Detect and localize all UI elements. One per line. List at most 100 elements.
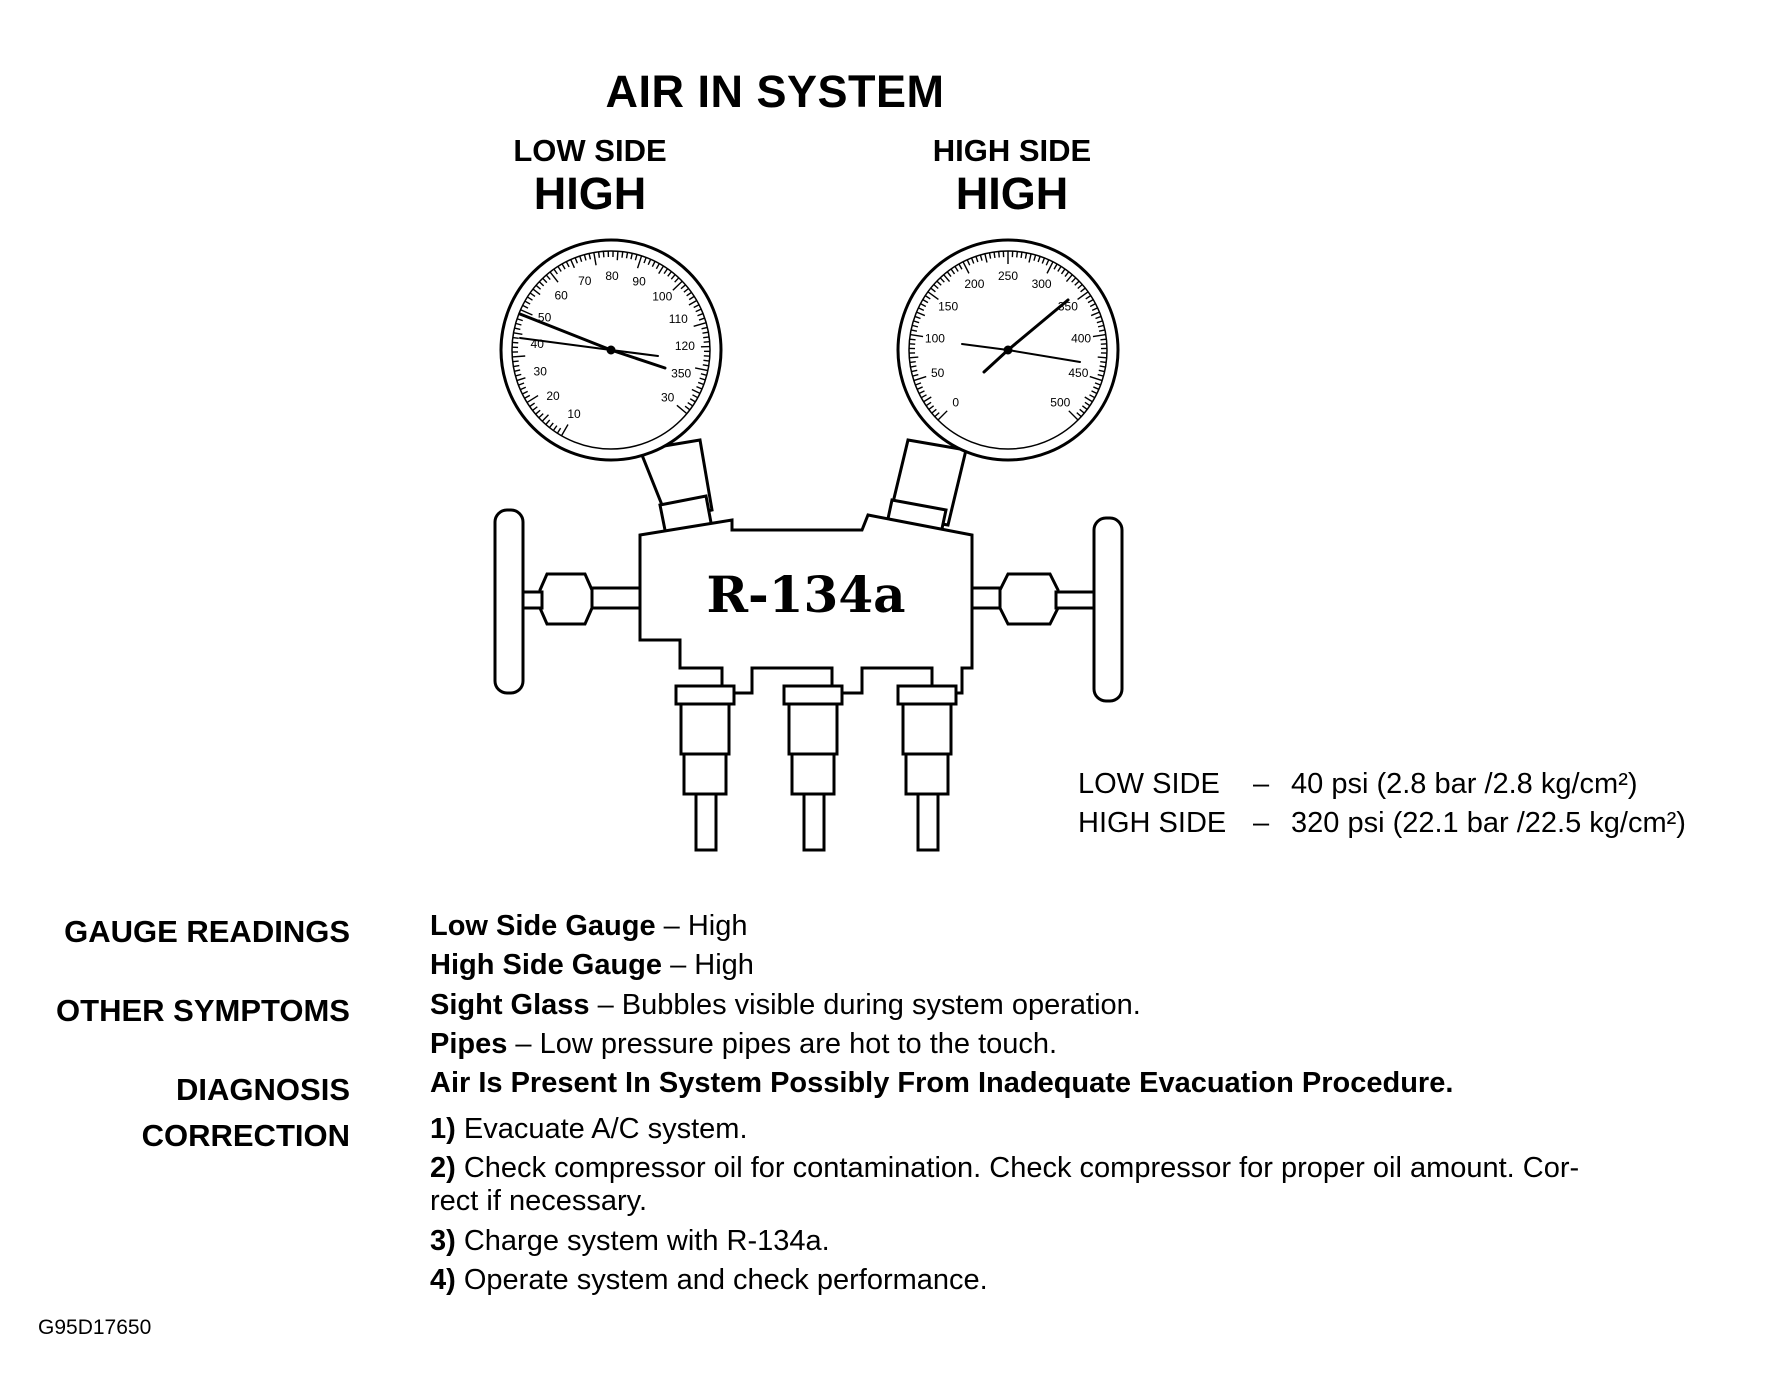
low-gauge-tick — [702, 364, 709, 367]
high-gauge-tick — [916, 311, 926, 317]
high-gauge-tick — [1077, 291, 1089, 301]
hose-fitting-center — [782, 684, 844, 852]
low-gauge-tick — [588, 253, 592, 260]
high-gauge-tick — [928, 405, 935, 411]
high-gauge-tick — [1093, 386, 1100, 390]
low-gauge-tick — [686, 291, 692, 297]
low-gauge-tick — [693, 322, 707, 327]
low-gauge-tick — [672, 280, 683, 291]
high-gauge-tick — [993, 251, 996, 259]
low-gauge-tick — [538, 413, 544, 419]
low-side-value: HIGH — [533, 168, 647, 219]
high-gauge-needle-2-tail — [961, 343, 1009, 351]
high-gauge-tick — [954, 266, 959, 272]
high-gauge-tick — [979, 254, 983, 261]
low-gauge-needle-2-tail — [610, 349, 659, 357]
high-gauge-tick-label: 500 — [1050, 395, 1070, 409]
low-gauge-tick — [597, 251, 601, 258]
symptom-line: Pipes – Low pressure pipes are hot to th… — [430, 1028, 1058, 1060]
right-valve-shaft — [1054, 590, 1098, 610]
high-gauge-tick — [943, 274, 951, 283]
low-gauge-tick — [680, 284, 686, 290]
high-gauge-tick — [925, 401, 932, 407]
low-gauge-tick — [532, 406, 538, 411]
low-gauge-tick — [655, 263, 660, 270]
low-gauge-tick — [535, 409, 541, 415]
high-gauge-tick — [1081, 405, 1088, 411]
low-gauge-tick — [538, 281, 545, 287]
high-gauge-tick-label: 0 — [952, 395, 959, 409]
high-gauge-tick-label: 100 — [925, 331, 945, 345]
high-side-value: HIGH — [955, 168, 1069, 219]
high-gauge-tick — [1080, 287, 1086, 293]
low-gauge-tick — [553, 268, 558, 275]
high-gauge-tick — [1016, 251, 1019, 258]
high-gauge-tick — [914, 315, 921, 320]
high-gauge-tick — [1037, 256, 1041, 263]
high-gauge-tick — [918, 307, 925, 312]
high-side-caption: HIGH SIDE — [932, 133, 1092, 168]
manifold-label: R-134a — [706, 565, 905, 624]
high-gauge-tick — [1041, 257, 1046, 264]
high-gauge-tick — [988, 252, 992, 259]
low-side-reading-value: 40 psi (2.8 bar /2.8 kg/cm²) — [1291, 768, 1638, 800]
low-gauge-tick — [634, 254, 638, 261]
high-gauge-tick — [1091, 307, 1098, 312]
high-gauge-tick-label: 250 — [998, 269, 1018, 283]
low-gauge-tick — [689, 398, 696, 403]
low-gauge-tick-label: 90 — [632, 275, 646, 289]
high-gauge-tick — [909, 338, 916, 341]
low-gauge-tick — [535, 284, 542, 290]
low-gauge-tick — [651, 261, 656, 268]
high-gauge-tick-label: 400 — [1071, 331, 1091, 345]
left-valve-nut — [538, 572, 594, 626]
low-side-reading: LOW SIDE–40 psi (2.8 bar /2.8 kg/cm²) — [1078, 768, 1638, 801]
high-gauge-tick — [915, 382, 922, 386]
low-gauge-tick — [570, 259, 576, 269]
low-gauge-tick — [696, 385, 703, 390]
low-gauge-tick — [697, 312, 704, 317]
figure-id: G95D17650 — [38, 1316, 152, 1339]
high-gauge-tick — [1020, 251, 1023, 259]
diagnosis-text: Air Is Present In System Possibly From I… — [430, 1067, 1454, 1099]
low-gauge-tick — [514, 369, 521, 372]
high-gauge-tick — [1074, 280, 1080, 286]
low-gauge-tick — [697, 381, 705, 386]
low-gauge-tick — [549, 271, 559, 283]
low-gauge-tick — [643, 257, 647, 264]
low-gauge-tick — [674, 277, 680, 283]
high-gauge-tick — [920, 303, 927, 308]
high-gauge-tick — [939, 277, 945, 283]
high-gauge-tick — [1090, 311, 1100, 317]
low-gauge-tick — [583, 254, 587, 261]
high-gauge-tick — [1079, 408, 1085, 414]
high-gauge-tick — [1089, 394, 1096, 399]
low-gauge-tick-label: 30 — [661, 391, 675, 405]
high-gauge-tick — [927, 291, 939, 301]
low-gauge-tick-label: 100 — [652, 290, 672, 304]
low-gauge-tick-label: 80 — [605, 269, 619, 283]
high-gauge-needle-2 — [1007, 349, 1081, 363]
low-gauge-tick — [542, 277, 548, 284]
low-gauge-tick — [658, 265, 665, 275]
high-gauge-tick — [1076, 412, 1082, 418]
hose-fitting-right — [896, 684, 958, 852]
high-gauge-tick — [1077, 284, 1083, 290]
low-gauge-tick — [516, 377, 526, 382]
high-gauge-tick — [933, 284, 939, 290]
low-gauge-tick-label: 120 — [675, 339, 695, 353]
low-gauge-tick — [524, 394, 531, 399]
right-valve-knob[interactable] — [1092, 516, 1124, 703]
high-gauge-tick — [950, 268, 956, 275]
high-gauge-tick — [909, 356, 919, 359]
low-gauge-tick — [556, 427, 562, 434]
low-gauge-tick-label: 70 — [578, 274, 592, 288]
left-valve-knob[interactable] — [493, 508, 525, 695]
low-gauge-tick — [522, 304, 529, 309]
low-gauge-tick — [529, 292, 536, 297]
low-gauge-tick — [565, 261, 570, 268]
gauge-reading-line: Low Side Gauge – High — [430, 910, 748, 942]
low-gauge-tick — [514, 327, 521, 331]
low-gauge-needle-1 — [518, 312, 613, 352]
low-gauge-tick — [520, 309, 533, 316]
